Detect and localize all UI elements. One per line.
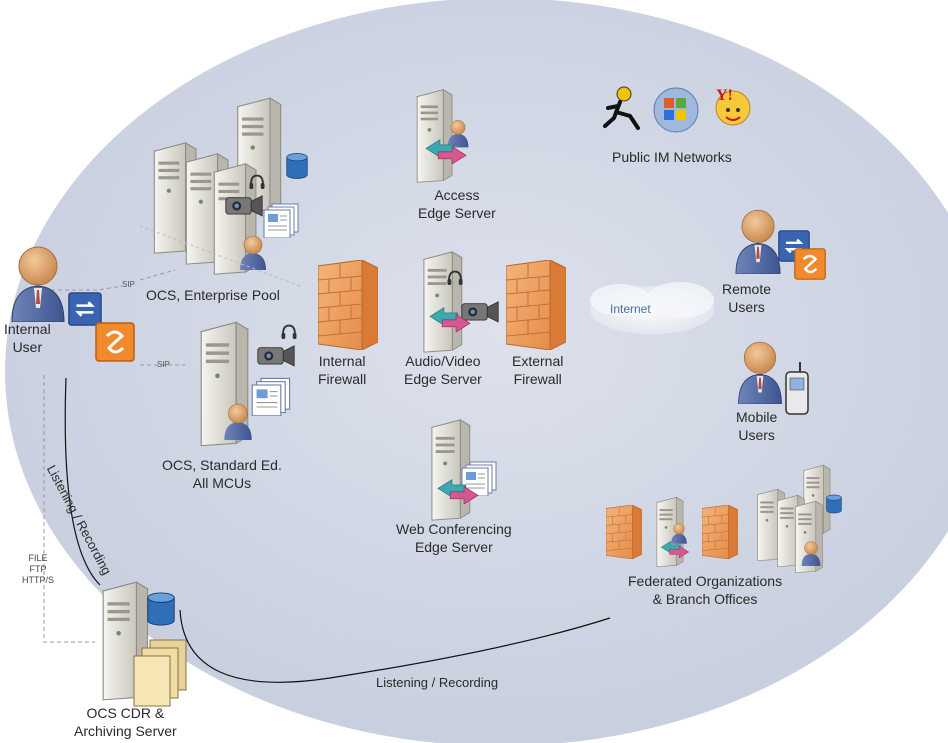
enterprise-pool-label: OCS, Enterprise Pool <box>146 287 280 303</box>
mobile-users-icon <box>738 341 809 415</box>
web-conf-label: Web Conferencing Edge Server <box>396 521 512 555</box>
standard-ed-label: OCS, Standard Ed. All MCUs <box>162 457 282 491</box>
sip-label-pool: SIP <box>122 280 135 289</box>
folders-icon <box>133 639 187 707</box>
federated-label: Federated Organizations & Branch Offices <box>628 573 783 607</box>
internal-firewall-icon <box>318 260 378 350</box>
internal-user-label: Internal User <box>4 321 51 355</box>
protocols-label: FILE FTP HTTP/S <box>22 553 55 585</box>
external-firewall-icon <box>506 260 566 350</box>
public-im-label: Public IM Networks <box>612 149 732 165</box>
archiving-label: OCS CDR & Archiving Server <box>74 705 177 739</box>
archiving-server <box>102 581 187 707</box>
internet-label: Internet <box>610 302 651 316</box>
public-im-icons: Y! <box>603 86 751 133</box>
remote-users-label: Remote Users <box>722 281 772 315</box>
aim-running-man-icon <box>603 86 640 130</box>
enterprise-pool-servers <box>139 97 308 287</box>
yahoo-messenger-icon: Y! <box>715 87 751 126</box>
external-firewall-label: External Firewall <box>512 353 564 387</box>
internet-cloud <box>590 282 714 334</box>
listening-recording-bottom: Listening / Recording <box>376 675 499 690</box>
connector-lines <box>43 269 611 683</box>
access-edge-label: Access Edge Server <box>418 187 496 221</box>
svg-text:Y!: Y! <box>716 87 733 104</box>
mobile-phone-icon <box>785 362 809 415</box>
mobile-users-label: Mobile Users <box>736 409 778 443</box>
windows-live-icon <box>653 87 699 133</box>
sip-label-standard: SIP <box>157 360 170 369</box>
av-edge-label: Audio/Video Edge Server <box>404 353 482 387</box>
internal-firewall-label: Internal Firewall <box>318 353 367 387</box>
